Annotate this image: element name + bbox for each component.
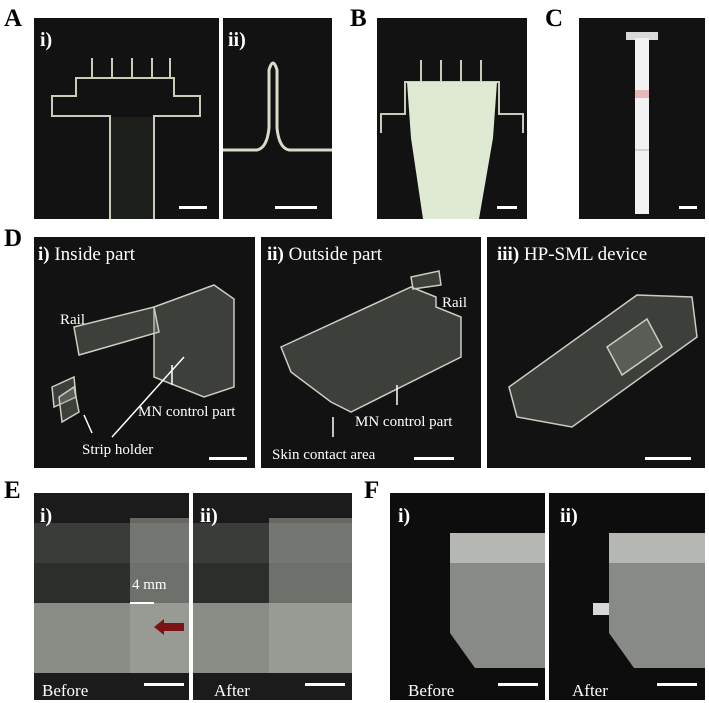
test-strip-drawing: [626, 32, 658, 214]
scale-bar: [305, 683, 345, 686]
sub-label-d-iii: iii) HP-SML device: [497, 245, 647, 264]
scale-bar: [679, 206, 697, 209]
photo-d-i: [34, 237, 255, 468]
sub-title: Outside part: [288, 244, 383, 265]
caption-before: Before: [408, 681, 455, 700]
mn-array-drawing: [51, 58, 201, 219]
photo-b: [377, 18, 527, 219]
after-closeup-f: [593, 533, 705, 668]
sub-title: Inside part: [54, 244, 136, 265]
scale-bar: [179, 206, 207, 209]
mn-needle-closeup: [223, 61, 332, 152]
sub-label-f-ii: ii): [560, 505, 578, 527]
sub-number: i): [38, 244, 50, 265]
panel-letter-d: D: [4, 225, 23, 252]
photo-e-i: [34, 493, 189, 700]
label-rail: Rail: [60, 312, 85, 328]
label-distance: 4 mm: [132, 577, 167, 593]
sub-label-e-i: i): [40, 505, 53, 527]
panel-letter-b: B: [350, 5, 367, 32]
label-skin-contact-area: Skin contact area: [272, 447, 376, 463]
photo-d-ii: [261, 237, 481, 468]
sub-title: HP-SML device: [523, 244, 648, 265]
before-closeup-e: [34, 518, 189, 673]
label-mn-control-part: MN control part: [355, 414, 453, 430]
sub-label-d-ii: ii) Outside part: [267, 245, 382, 264]
scale-bar: [498, 683, 538, 686]
panel-letter-f: F: [364, 477, 380, 504]
sub-number: ii): [267, 244, 284, 265]
photo-c: [579, 18, 705, 219]
scale-bar: [657, 683, 697, 686]
scale-bar: [144, 683, 184, 686]
photo-a-ii: [223, 18, 332, 219]
caption-after: After: [214, 681, 250, 700]
sub-label-e-ii: ii): [200, 505, 218, 527]
caption-before: Before: [42, 681, 89, 700]
before-closeup-f: [450, 533, 545, 668]
label-mn-control-part: MN control part: [138, 404, 236, 420]
photo-f-i: [390, 493, 545, 700]
sub-label-a-ii: ii): [228, 29, 246, 51]
panel-letter-a: A: [4, 5, 23, 32]
sub-label-d-i: i) Inside part: [38, 245, 135, 264]
scale-bar: [414, 457, 454, 460]
inside-part-drawing: [51, 284, 235, 438]
scale-bar: [497, 206, 517, 209]
label-strip-holder: Strip holder: [82, 442, 154, 458]
after-closeup-e: [193, 518, 352, 673]
photo-a-i: [34, 18, 219, 219]
mn-on-strip-drawing: [380, 60, 524, 219]
sub-label-f-i: i): [398, 505, 411, 527]
photo-d-iii: [487, 237, 705, 468]
scale-bar: [209, 457, 247, 460]
sub-label-a-i: i): [40, 29, 53, 51]
photo-f-ii: [549, 493, 705, 700]
panel-letter-c: C: [545, 5, 564, 32]
panel-letter-e: E: [4, 477, 21, 504]
sub-number: iii): [497, 244, 520, 265]
photo-e-ii: [193, 493, 352, 700]
scale-bar: [645, 457, 691, 460]
hp-sml-device-drawing: [508, 294, 698, 428]
scale-bar: [275, 206, 317, 209]
caption-after: After: [572, 681, 608, 700]
outside-part-drawing: [280, 270, 462, 437]
label-rail: Rail: [442, 295, 467, 311]
